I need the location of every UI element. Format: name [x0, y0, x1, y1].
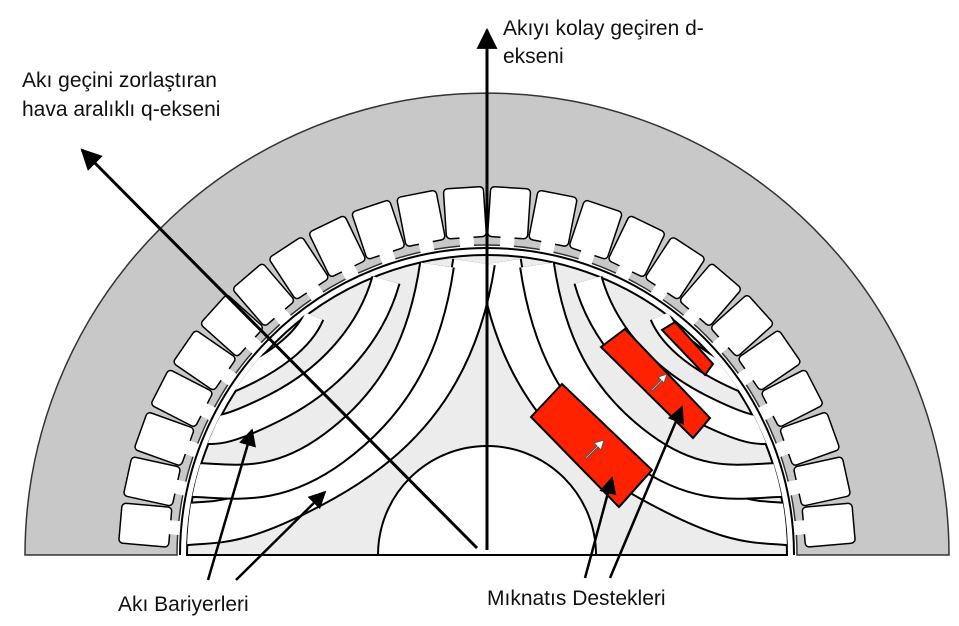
- stator-slot: [569, 199, 623, 267]
- magnet-supports-label: Mıknatıs Destekleri: [487, 587, 666, 610]
- flux-barrier: [187, 258, 494, 545]
- stator-slot: [269, 237, 329, 303]
- stator-slot: [118, 502, 183, 548]
- magnet-large: [529, 382, 654, 509]
- q-axis-label-line1: Akı geçini zorlaştıran: [22, 69, 217, 92]
- stator-slot: [784, 456, 851, 507]
- stator-slot: [123, 456, 190, 507]
- stator-slot: [791, 502, 856, 548]
- flux-barriers-label: Akı Bariyerleri: [118, 593, 249, 616]
- q-axis-arrow: [80, 148, 479, 550]
- stator-slot: [442, 185, 487, 251]
- magnet-small: [660, 320, 715, 377]
- stator-slot: [309, 215, 366, 283]
- stator-slot: [396, 189, 446, 257]
- stator-slot: [487, 185, 532, 251]
- arrow-icon: [584, 439, 605, 460]
- magnetization-arrows: [584, 373, 668, 460]
- stator-slot: [772, 411, 840, 466]
- d-axis-label-line2: ekseni: [503, 45, 564, 68]
- stator-slot: [756, 369, 823, 427]
- stator-slots: [118, 185, 856, 548]
- q-axis-label-line2: hava aralıklı q-ekseni: [22, 98, 221, 121]
- stator-slot: [528, 189, 578, 257]
- label-pointers: [206, 405, 684, 581]
- flux-barrier: [187, 262, 453, 498]
- arrow-icon: [650, 373, 668, 392]
- d-axis-label-line1: Akıyı kolay geçiren d-: [503, 17, 704, 40]
- flux-barrier: [521, 262, 787, 498]
